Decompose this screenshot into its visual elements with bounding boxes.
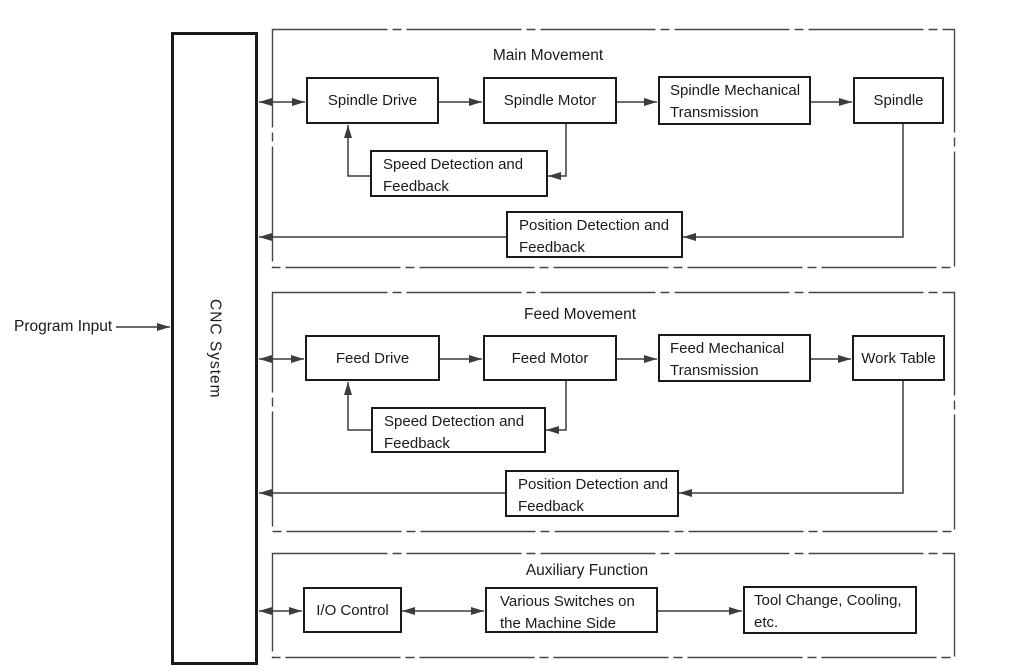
edge-spindle-motor-to-speed-feedback (548, 124, 567, 180)
program-input-label: Program Input (14, 318, 113, 335)
node-various-switches: Various Switches on the Machine Side (485, 587, 658, 633)
node-spindle-motor: Spindle Motor (483, 77, 617, 124)
edge-work-table-to-position-feedback (679, 381, 904, 497)
section-frame-main-movement (271, 28, 956, 269)
node-io-control: I/O Control (303, 587, 402, 633)
section-frame-feed-movement (271, 291, 956, 533)
edge-speed-feedback-to-feed-drive (344, 382, 371, 431)
cnc-system-label: CNC System (206, 298, 224, 399)
node-feed-drive: Feed Drive (305, 335, 440, 381)
node-feed-motor: Feed Motor (483, 335, 617, 381)
node-spindle-drive: Spindle Drive (306, 77, 439, 124)
node-feed-mechanical-transmission: Feed Mechanical Transmission (658, 334, 811, 382)
node-position-detection-feedback-feed: Position Detection and Feedback (505, 470, 679, 517)
section-title-main-movement: Main Movement (492, 47, 604, 64)
section-title-feed-movement: Feed Movement (524, 306, 636, 323)
edge-speed-feedback-to-spindle-drive (344, 125, 370, 177)
node-speed-detection-feedback-feed: Speed Detection and Feedback (371, 407, 546, 453)
node-cnc-system: CNC System (171, 32, 258, 665)
section-title-auxiliary-function: Auxiliary Function (525, 562, 649, 579)
node-spindle-mechanical-transmission: Spindle Mechanical Transmission (658, 76, 811, 125)
section-frame-auxiliary-function (271, 552, 956, 659)
node-work-table: Work Table (852, 335, 945, 381)
node-speed-detection-feedback-main: Speed Detection and Feedback (370, 150, 548, 197)
edge-feed-motor-to-speed-feedback (546, 381, 567, 434)
node-spindle: Spindle (853, 77, 944, 124)
edge-spindle-to-position-feedback (683, 124, 904, 241)
node-tool-change-cooling: Tool Change, Cooling, etc. (743, 586, 917, 634)
node-position-detection-feedback-main: Position Detection and Feedback (506, 211, 683, 258)
